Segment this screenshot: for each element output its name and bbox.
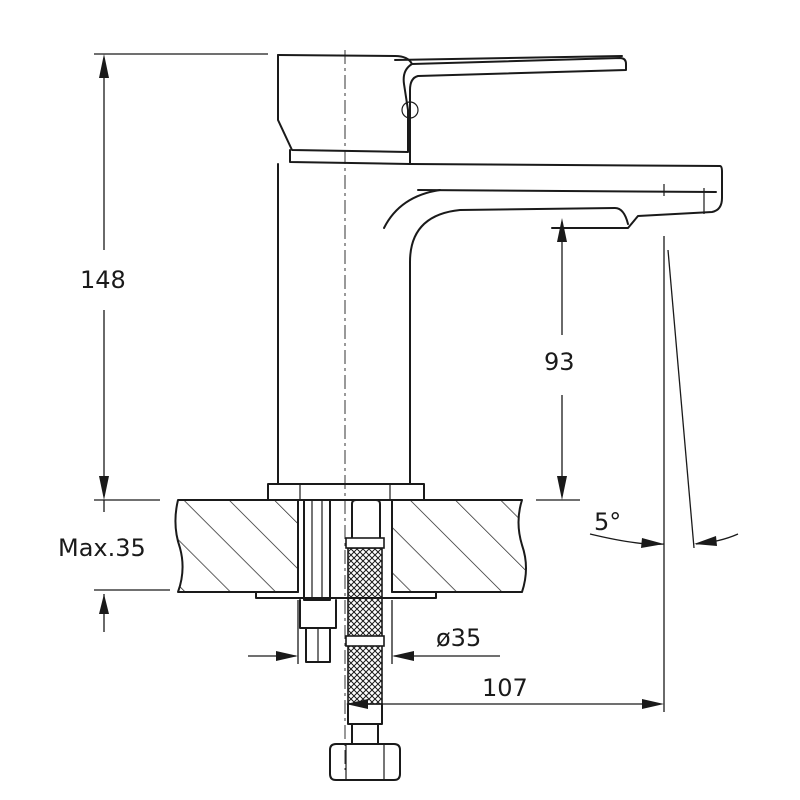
dimension-hole-diameter: ø35 <box>248 600 500 664</box>
set-screw-icon <box>401 101 419 119</box>
label-counter-thickness: Max.35 <box>58 534 146 562</box>
label-hole-diameter: ø35 <box>436 624 481 652</box>
mounting-stud <box>299 499 337 663</box>
dimension-counter-thickness: Max.35 <box>58 500 170 632</box>
dimension-total-height: 148 <box>80 53 268 501</box>
dimension-spout-reach: 107 <box>346 236 665 712</box>
counter-slab-section <box>174 499 527 599</box>
label-total-height: 148 <box>80 266 126 294</box>
flexible-hose <box>329 499 401 781</box>
faucet-body <box>267 54 723 501</box>
label-spout-reach: 107 <box>482 674 528 702</box>
label-spout-height: 93 <box>544 348 575 376</box>
dimension-spout-angle: 5° <box>589 249 739 549</box>
dimension-spout-height: 93 <box>536 218 580 501</box>
label-spout-angle: 5° <box>594 508 621 536</box>
